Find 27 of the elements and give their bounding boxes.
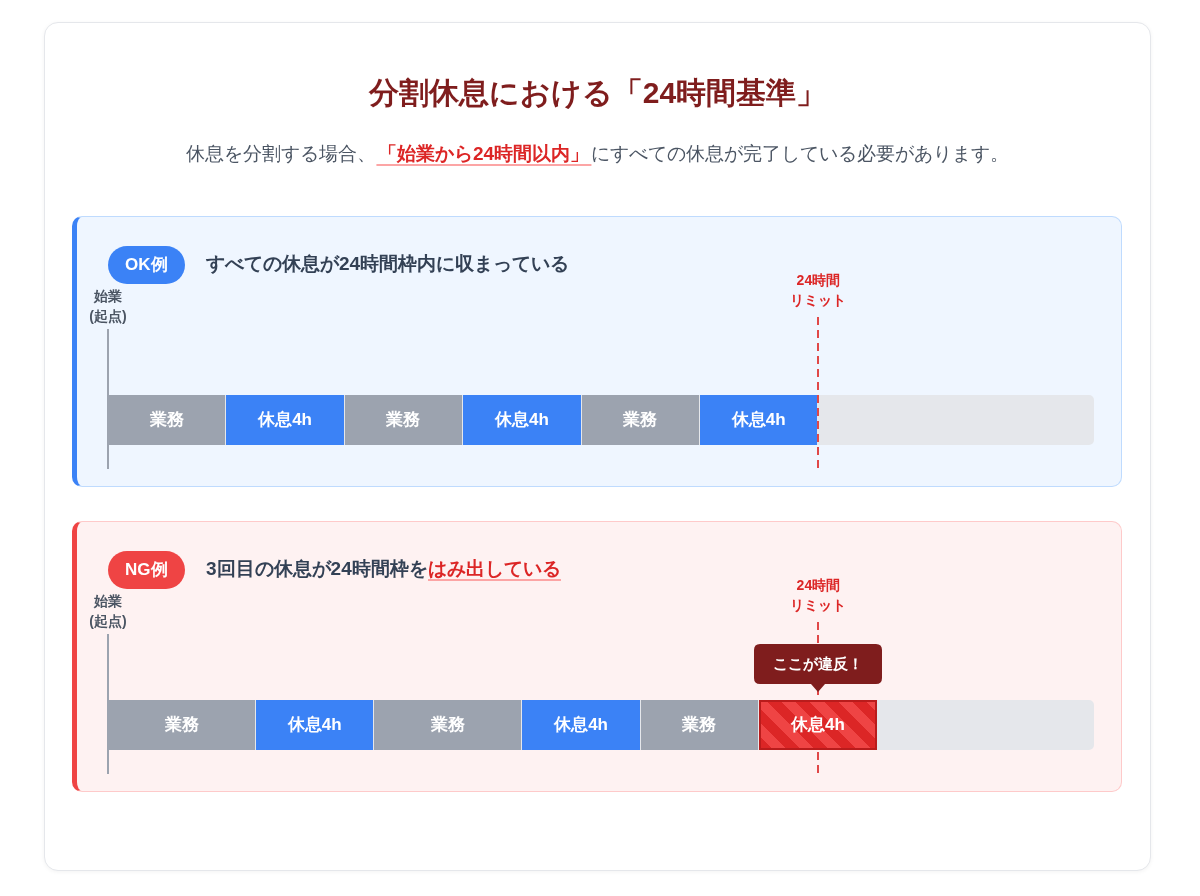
timeline-track bbox=[108, 395, 1094, 445]
work-segment: 業務 bbox=[374, 700, 522, 750]
rest-segment: 休息4h bbox=[463, 395, 581, 445]
start-label: 始業(起点) bbox=[88, 287, 128, 326]
panel-heading: すべての休息が24時間枠内に収まっている bbox=[206, 252, 570, 276]
violation-segment: 休息4h bbox=[759, 700, 877, 750]
rest-segment: 休息4h bbox=[256, 700, 374, 750]
example-panel bbox=[72, 216, 1122, 487]
timeline-track bbox=[108, 700, 1094, 750]
work-segment: 業務 bbox=[581, 395, 699, 445]
title: 分割休息における「24時間基準」 bbox=[368, 75, 827, 111]
panel-heading: 3回目の休息が24時間枠をはみ出している bbox=[206, 557, 561, 582]
example-badge: NG例 bbox=[108, 551, 185, 589]
work-segment: 業務 bbox=[108, 700, 255, 750]
limit-label: 24時間リミット bbox=[789, 271, 848, 310]
rest-segment: 休息4h bbox=[226, 395, 344, 445]
work-segment: 業務 bbox=[108, 395, 226, 445]
subtitle: 休息を分割する場合、「始業から24時間以内」にすべての休息が完了している必要があります。 bbox=[185, 142, 1010, 168]
example-badge: OK例 bbox=[108, 246, 185, 284]
rest-segment: 休息4h bbox=[522, 700, 640, 750]
callout-bubble: ここが違反！ bbox=[754, 644, 883, 692]
work-segment: 業務 bbox=[640, 700, 759, 750]
example-panel bbox=[72, 521, 1122, 792]
rest-segment: 休息4h bbox=[700, 395, 818, 445]
limit-label: 24時間リミット bbox=[789, 576, 848, 615]
work-segment: 業務 bbox=[344, 395, 463, 445]
start-label: 始業(起点) bbox=[88, 592, 128, 631]
